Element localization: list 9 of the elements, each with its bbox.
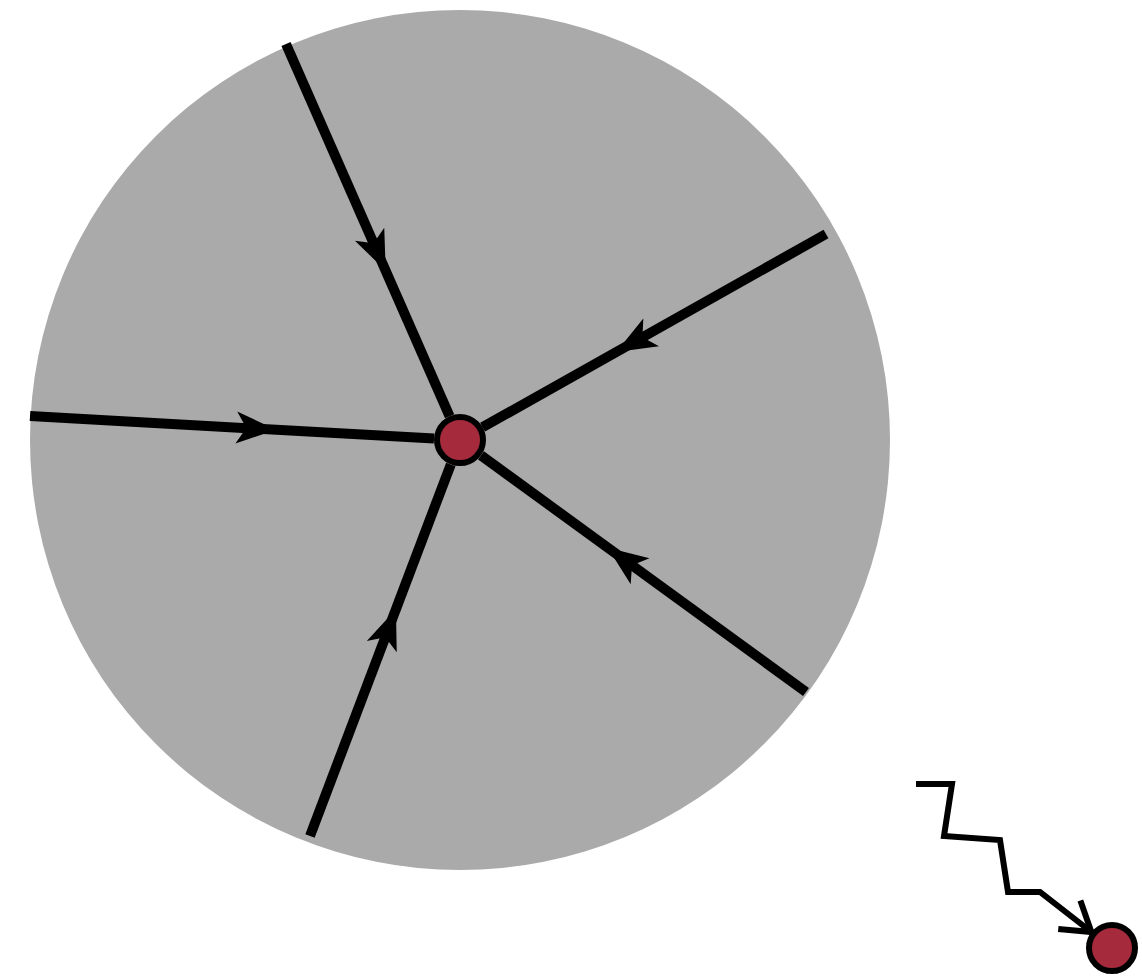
dot <box>434 414 486 466</box>
arrow <box>478 451 809 697</box>
arrow <box>29 411 435 444</box>
arrow <box>480 229 829 432</box>
arrow <box>281 42 455 419</box>
disc <box>30 10 890 870</box>
zigzag-arrow <box>916 781 1095 935</box>
dot <box>1086 922 1138 974</box>
arrow <box>305 462 456 838</box>
